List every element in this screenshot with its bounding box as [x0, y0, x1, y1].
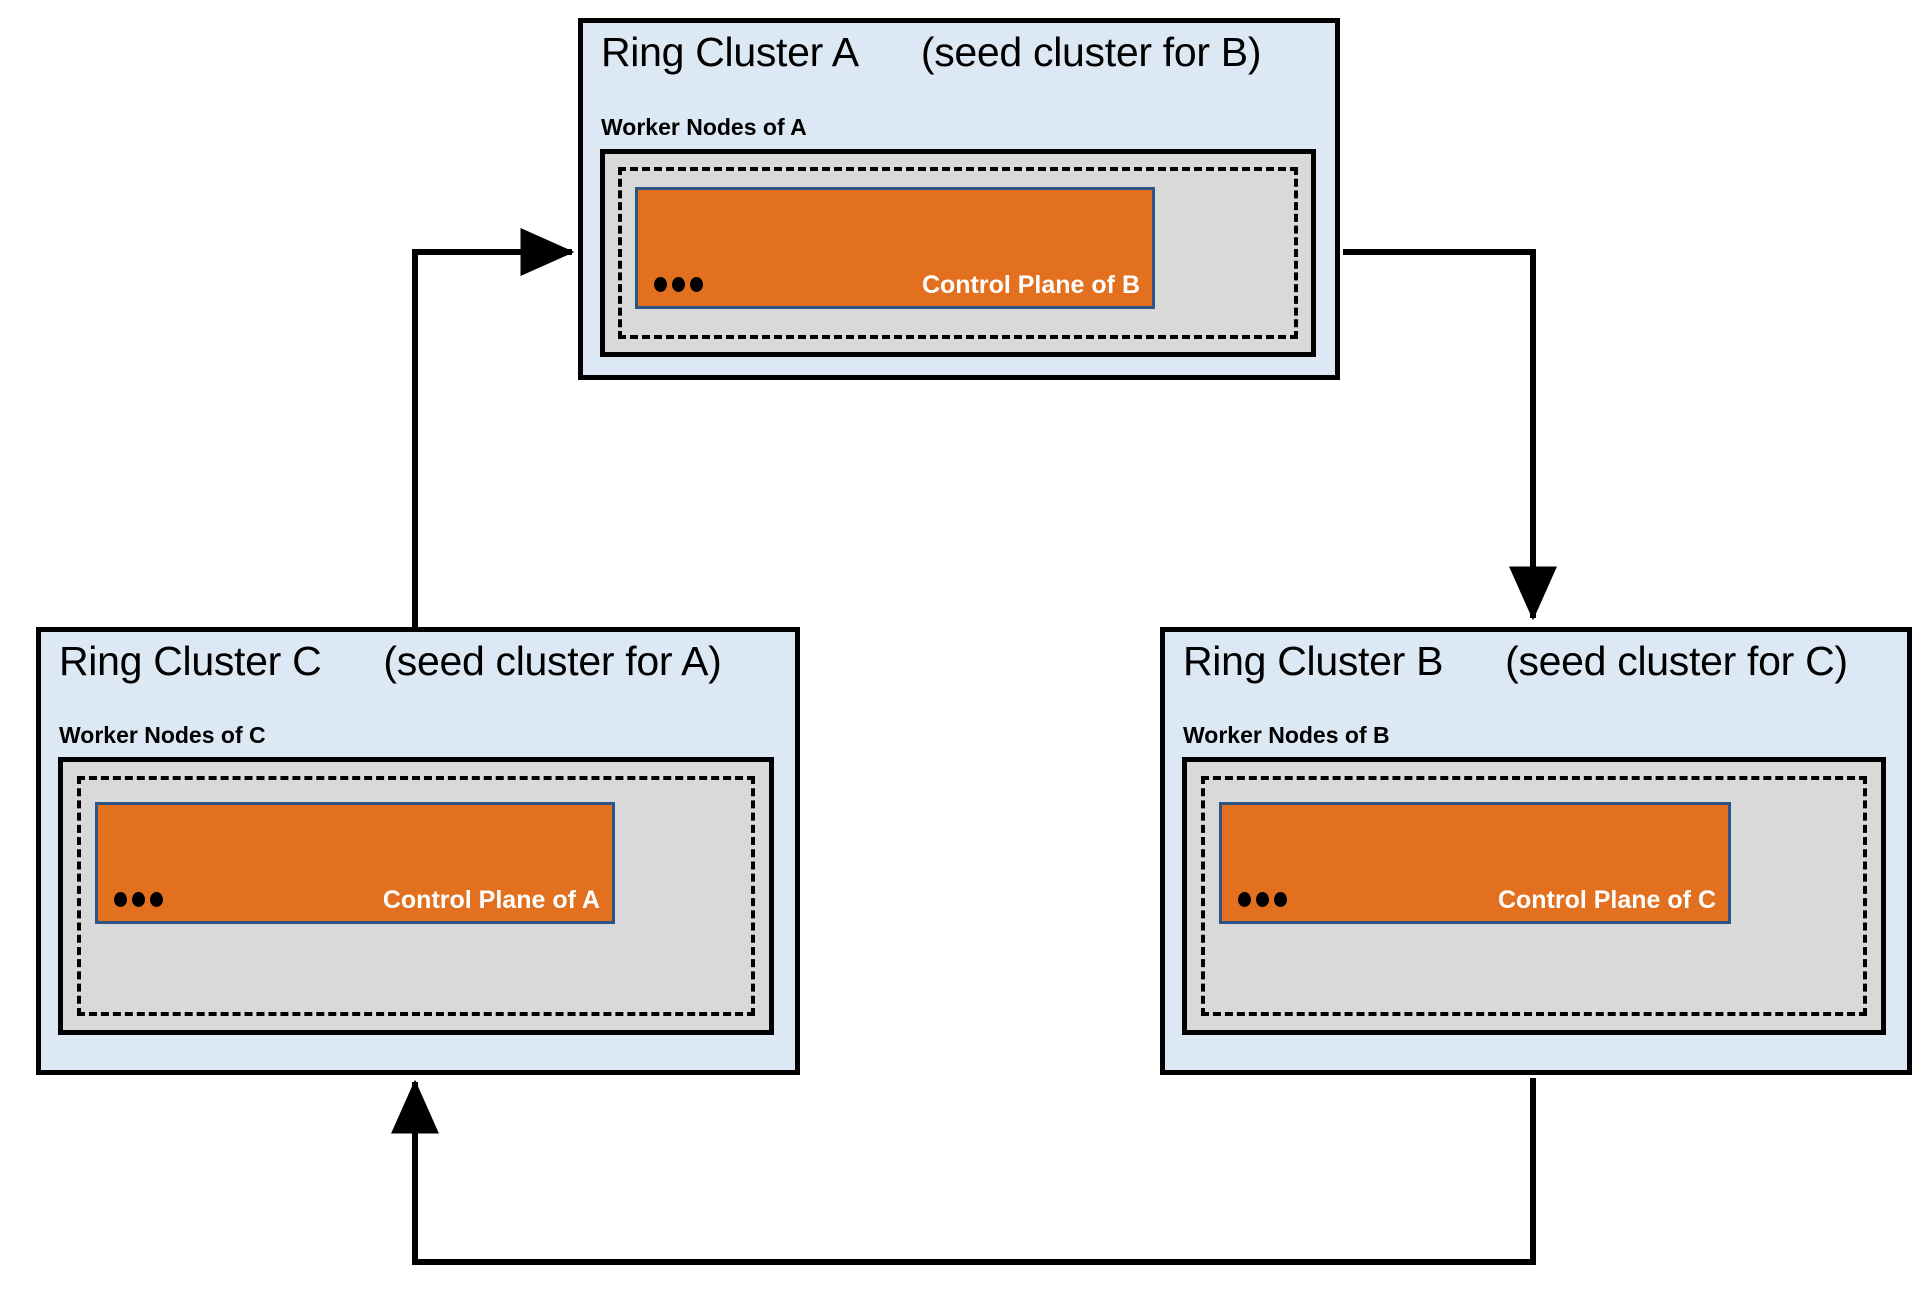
cluster-b-title-sub: (seed cluster for C) [1505, 638, 1848, 684]
cluster-a-control-plane-label: Control Plane of B [921, 271, 1140, 299]
cluster-a-worker-label: Worker Nodes of A [601, 114, 807, 140]
cluster-a-title: Ring Cluster A (seed cluster for B) [601, 29, 1262, 76]
cluster-a-title-sub: (seed cluster for B) [920, 29, 1262, 75]
cluster-b[interactable]: Ring Cluster B (seed cluster for C) Worke… [1160, 627, 1912, 1075]
cluster-c-node-boundary: Control Plane of A [77, 776, 755, 1016]
cluster-b-worker-nodes-box[interactable]: Control Plane of C [1182, 757, 1886, 1035]
cluster-c-title-sub: (seed cluster for A) [383, 638, 722, 684]
cluster-b-title-main: Ring Cluster B [1183, 638, 1444, 684]
cluster-c-worker-label: Worker Nodes of C [59, 722, 266, 748]
cluster-a-node-boundary: Control Plane of B [618, 167, 1298, 339]
cluster-c-control-plane-of-a[interactable]: Control Plane of A [95, 802, 615, 924]
cluster-b-node-boundary: Control Plane of C [1201, 776, 1867, 1016]
connector-b-to-c [391, 1078, 1536, 1265]
cluster-b-title: Ring Cluster B (seed cluster for C) [1183, 638, 1848, 685]
cluster-a-control-plane-of-b[interactable]: Control Plane of B [635, 187, 1155, 309]
cluster-b-worker-label: Worker Nodes of B [1183, 722, 1390, 748]
cluster-c-worker-nodes-box[interactable]: Control Plane of A [58, 757, 774, 1035]
cluster-c-control-plane-label: Control Plane of A [382, 886, 600, 914]
cluster-a[interactable]: Ring Cluster A (seed cluster for B) Worke… [578, 18, 1340, 380]
connector-a-to-b [1343, 249, 1557, 621]
cluster-a-worker-nodes-box[interactable]: Control Plane of B [600, 149, 1316, 357]
cluster-c-title: Ring Cluster C (seed cluster for A) [59, 638, 722, 685]
cluster-b-control-plane-of-c[interactable]: Control Plane of C [1219, 802, 1731, 924]
cluster-c-title-main: Ring Cluster C [59, 638, 322, 684]
cluster-a-ellipsis-icon [654, 277, 703, 292]
connector-c-to-a [412, 228, 575, 630]
cluster-c-ellipsis-icon [114, 892, 163, 907]
cluster-a-title-main: Ring Cluster A [601, 29, 859, 75]
cluster-b-ellipsis-icon [1238, 892, 1287, 907]
cluster-c[interactable]: Ring Cluster C (seed cluster for A) Worke… [36, 627, 800, 1075]
cluster-b-control-plane-label: Control Plane of C [1497, 886, 1716, 914]
